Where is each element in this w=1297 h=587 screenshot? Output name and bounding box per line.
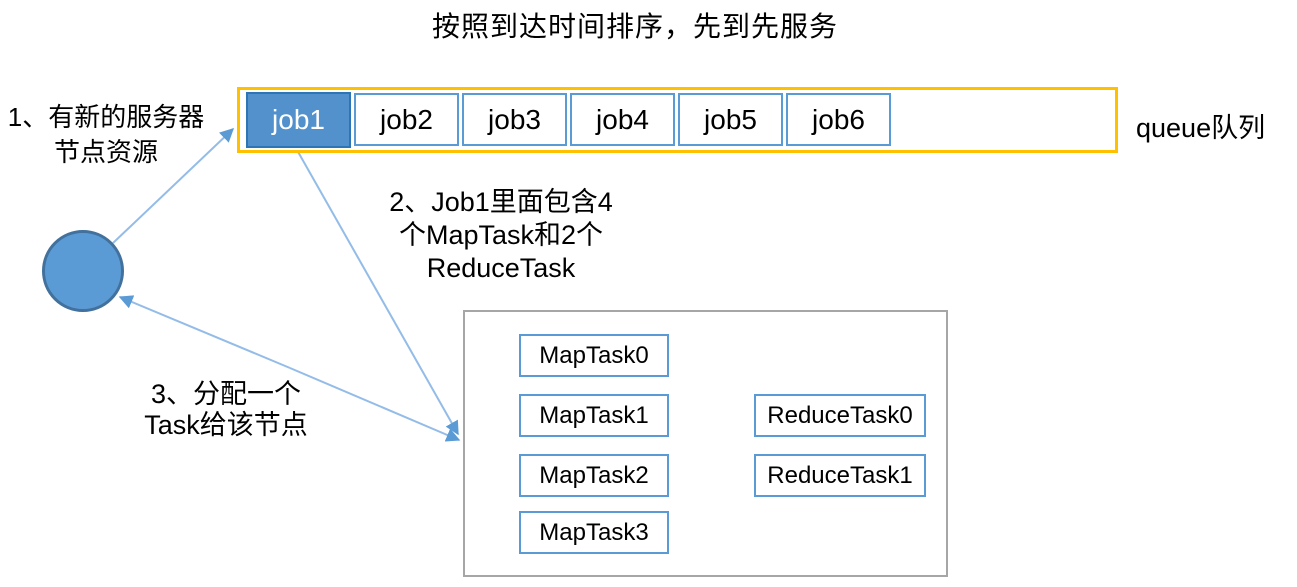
job-box-3: job3 <box>462 93 567 146</box>
step2-line-1: 2、Job1里面包含4 <box>389 187 613 217</box>
step3-line-2: Task给该节点 <box>144 410 308 440</box>
job-box-6: job6 <box>786 93 891 146</box>
map-task-0-box: MapTask0 <box>519 334 669 377</box>
diagram-title: 按照到达时间排序，先到先服务 <box>431 11 838 42</box>
job1-task-container: MapTask0 MapTask1 MapTask2 MapTask3 Redu… <box>463 310 948 577</box>
step2-line-3: ReduceTask <box>426 253 576 283</box>
step2-line-2: 个MapTask和2个 <box>398 220 604 250</box>
step1-line-2: 节点资源 <box>53 137 158 167</box>
queue-label: queue队列 <box>1136 113 1266 143</box>
reduce-task-1-box: ReduceTask1 <box>754 454 926 497</box>
step2-annotation: 2、Job1里面包含4 个MapTask和2个 ReduceTask <box>356 186 646 285</box>
server-node-circle <box>42 230 124 312</box>
job-box-5: job5 <box>678 93 783 146</box>
job-box-1: job1 <box>246 92 351 148</box>
job-queue: job1 job2 job3 job4 job5 job6 <box>246 92 891 148</box>
map-task-3-box: MapTask3 <box>519 511 669 554</box>
map-task-1-box: MapTask1 <box>519 394 669 437</box>
map-task-2-box: MapTask2 <box>519 454 669 497</box>
reduce-task-0-box: ReduceTask0 <box>754 394 926 437</box>
step3-annotation: 3、分配一个 Task给该节点 <box>126 379 326 441</box>
arrow-taskbox-to-circle <box>118 295 291 369</box>
step1-annotation: 1、有新的服务器 节点资源 <box>0 100 216 170</box>
job-box-2: job2 <box>354 93 459 146</box>
step1-line-1: 1、有新的服务器 <box>7 102 205 132</box>
step3-line-1: 3、分配一个 <box>150 379 302 409</box>
job-box-4: job4 <box>570 93 675 146</box>
